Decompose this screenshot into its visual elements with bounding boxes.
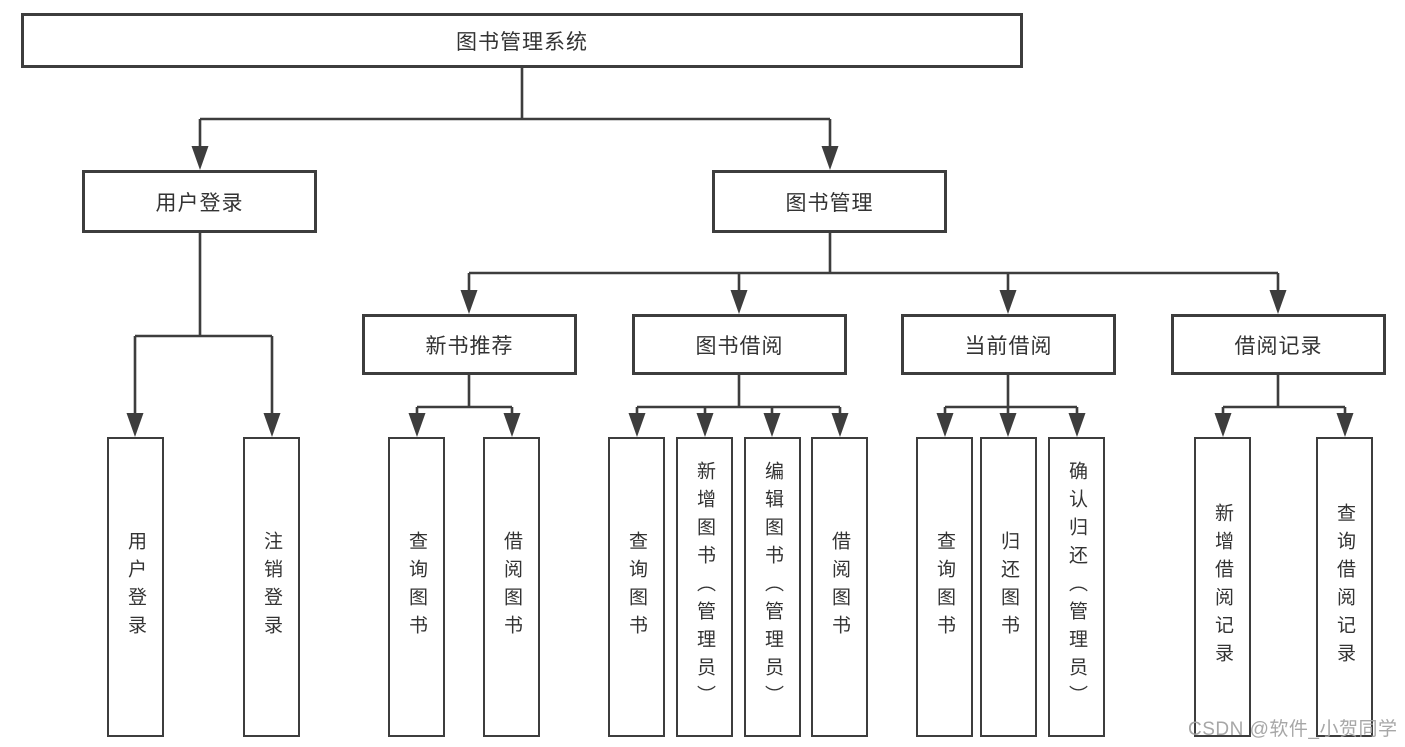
leaf-recommend-query-books-label: 查询图书	[406, 531, 427, 643]
leaf-current-query-books: 查询图书	[916, 437, 973, 737]
connector-borrow-records-to-leaves	[1214, 375, 1354, 437]
leaf-user-login: 用户登录	[107, 437, 164, 737]
node-borrow-records-label: 借阅记录	[1234, 334, 1323, 358]
node-book-borrow-label: 图书借阅	[695, 334, 784, 358]
leaf-recommend-query-books: 查询图书	[388, 437, 445, 737]
node-user-login: 用户登录	[82, 170, 317, 233]
leaf-return-books-label: 归还图书	[998, 531, 1019, 643]
leaf-query-borrow-record-label: 查询借阅记录	[1334, 503, 1355, 671]
connector-book-borrow-to-leaves	[628, 375, 849, 437]
leaf-return-books: 归还图书	[980, 437, 1037, 737]
node-current-borrow: 当前借阅	[901, 314, 1116, 375]
connector-new-book-to-leaves	[408, 375, 521, 437]
leaf-borrow-books: 借阅图书	[811, 437, 868, 737]
node-book-borrow: 图书借阅	[632, 314, 847, 375]
leaf-query-borrow-record: 查询借阅记录	[1316, 437, 1373, 737]
leaf-edit-books-admin-label: 编辑图书（管理员）	[762, 461, 783, 713]
node-root-system-label: 图书管理系统	[456, 30, 588, 54]
leaf-borrow-query-books: 查询图书	[608, 437, 665, 737]
csdn-watermark: CSDN @软件_小贺同学	[1188, 719, 1398, 740]
leaf-recommend-borrow-books-label: 借阅图书	[501, 531, 522, 643]
leaf-user-login-label: 用户登录	[125, 531, 146, 643]
leaf-logout: 注销登录	[243, 437, 300, 737]
leaf-borrow-query-books-label: 查询图书	[626, 531, 647, 643]
node-new-book-recommend: 新书推荐	[362, 314, 577, 375]
connector-root-to-level2	[191, 68, 839, 170]
connector-current-borrow-to-leaves	[936, 375, 1086, 437]
node-book-management: 图书管理	[712, 170, 947, 233]
node-book-management-label: 图书管理	[785, 191, 874, 215]
node-borrow-records: 借阅记录	[1171, 314, 1386, 375]
leaf-confirm-return-admin: 确认归还（管理员）	[1048, 437, 1105, 737]
leaf-logout-label: 注销登录	[261, 531, 282, 643]
leaf-confirm-return-admin-label: 确认归还（管理员）	[1066, 461, 1087, 713]
leaf-add-books-admin: 新增图书（管理员）	[676, 437, 733, 737]
node-current-borrow-label: 当前借阅	[964, 334, 1053, 358]
node-user-login-label: 用户登录	[155, 191, 244, 215]
leaf-add-borrow-record: 新增借阅记录	[1194, 437, 1251, 737]
connector-book-management-to-level3	[460, 233, 1287, 314]
leaf-add-borrow-record-label: 新增借阅记录	[1212, 503, 1233, 671]
leaf-current-query-books-label: 查询图书	[934, 531, 955, 643]
node-root-system: 图书管理系统	[21, 13, 1023, 68]
leaf-add-books-admin-label: 新增图书（管理员）	[694, 461, 715, 713]
node-new-book-recommend-label: 新书推荐	[425, 334, 514, 358]
leaf-recommend-borrow-books: 借阅图书	[483, 437, 540, 737]
leaf-borrow-books-label: 借阅图书	[829, 531, 850, 643]
leaf-edit-books-admin: 编辑图书（管理员）	[744, 437, 801, 737]
connector-user-login-to-leaves	[126, 233, 281, 437]
